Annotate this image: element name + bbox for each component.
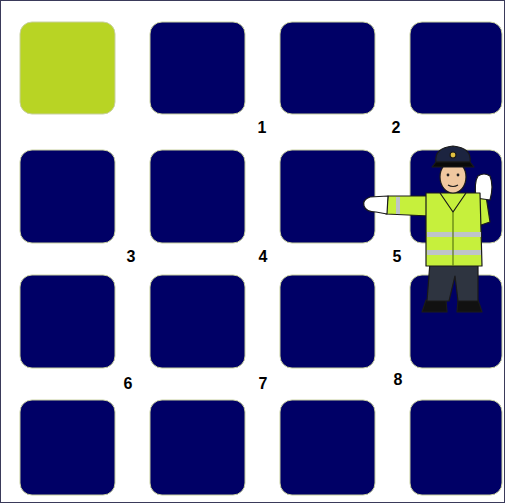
callout-number: 1: [258, 119, 267, 136]
callout-number: 8: [394, 371, 403, 388]
grid-square: [280, 22, 375, 114]
callout-slot: 4: [248, 246, 278, 268]
callout-number: 3: [127, 248, 136, 265]
square-grid: [20, 22, 502, 495]
grid-square: [280, 150, 375, 243]
mouth: [448, 185, 458, 187]
callout-slot: 1: [247, 117, 277, 139]
cap-badge: [450, 152, 456, 158]
callout-slot: 7: [248, 373, 278, 395]
trousers: [427, 262, 478, 301]
grid-square: [150, 22, 245, 114]
callout-slot: 8: [383, 369, 413, 391]
callout-slot: 6: [113, 373, 143, 395]
zip: [452, 212, 453, 266]
callout-number: 5: [393, 248, 402, 265]
grid-square: [20, 275, 115, 368]
jacket-stripe: [427, 232, 481, 237]
sleeve-stripe: [396, 197, 400, 214]
collar: [440, 193, 466, 212]
grid-square: [410, 400, 502, 495]
callout-slot: 5: [382, 246, 412, 268]
jacket-stripe: [427, 250, 481, 255]
grid-square: [410, 22, 502, 114]
grid-square: [20, 150, 115, 243]
police-officer: [364, 146, 492, 312]
cap: [436, 146, 470, 162]
callout-slot: 3: [116, 246, 146, 268]
grid-square: [150, 400, 245, 495]
cap-peak: [432, 162, 474, 167]
callout-number: 2: [392, 119, 401, 136]
grid-square: [280, 400, 375, 495]
hi-vis-jacket: [426, 193, 482, 266]
start-square: [20, 22, 115, 114]
grid-square: [20, 400, 115, 495]
boot: [422, 300, 447, 312]
callout-number: 6: [124, 375, 133, 392]
grid-square: [150, 150, 245, 243]
grid-square: [150, 275, 245, 368]
eye: [457, 174, 460, 177]
callout-number: 4: [259, 248, 268, 265]
glove: [364, 196, 388, 214]
boot: [457, 300, 482, 312]
eye: [447, 174, 450, 177]
callout-number: 7: [259, 375, 268, 392]
grid-square: [280, 275, 375, 368]
callout-slot: 2: [381, 117, 411, 139]
sleeve: [386, 196, 430, 216]
